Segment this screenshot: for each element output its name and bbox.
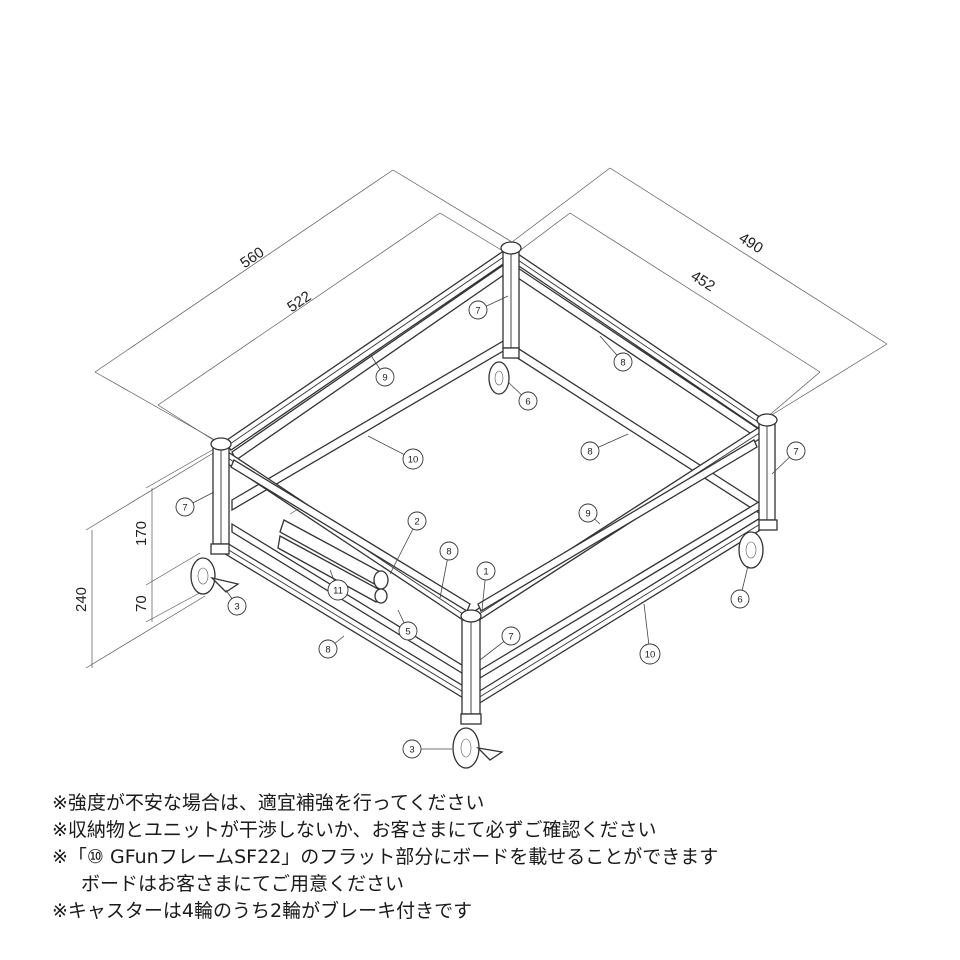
- balloon-label: 7: [793, 447, 798, 458]
- balloon-2: 2: [407, 511, 427, 531]
- balloon-label: 9: [382, 373, 387, 384]
- balloon-label: 11: [333, 586, 343, 597]
- balloon-7-left: 7: [175, 497, 195, 517]
- dim-560: 560: [237, 244, 267, 272]
- balloon-6-right: 6: [730, 589, 750, 609]
- balloon-3-left: 3: [227, 596, 247, 616]
- balloon-label: 8: [325, 645, 330, 656]
- note-board-placement: ※「⑩ GFunフレームSF22」のフラット部分にボードを載せることができます: [52, 846, 719, 868]
- note-reinforcement: ※強度が不安な場合は、適宜補強を行ってください: [52, 792, 485, 814]
- dim-490: 490: [736, 229, 766, 257]
- frame-assembly-drawing: 560 522 490 452 240 170 70: [73, 167, 888, 769]
- balloon-callouts: 7 9 6 8 8 10 7 7: [175, 295, 806, 759]
- balloon-8-front: 8: [439, 541, 459, 561]
- dim-70: 70: [133, 595, 150, 612]
- balloon-label: 10: [645, 650, 656, 661]
- balloon-9-back: 9: [375, 367, 395, 387]
- casters: [190, 347, 778, 769]
- balloon-8-back: 8: [613, 352, 633, 372]
- balloon-label: 6: [525, 397, 530, 408]
- balloon-7-front: 7: [501, 626, 521, 646]
- balloon-9-front: 9: [578, 503, 598, 523]
- balloon-6-back: 6: [518, 391, 538, 411]
- balloon-label: 5: [405, 627, 410, 638]
- note-board-supply: ボードはお客さまにてご用意ください: [81, 873, 405, 895]
- balloon-label: 10: [408, 455, 419, 466]
- balloon-7-right: 7: [786, 441, 806, 461]
- dim-522: 522: [284, 288, 314, 316]
- dim-170: 170: [133, 521, 150, 546]
- balloon-label: 3: [234, 602, 239, 613]
- frame-structure: [210, 241, 778, 715]
- balloon-label: 8: [620, 358, 625, 369]
- balloon-10-front: 10: [639, 643, 661, 665]
- balloon-label: 7: [508, 632, 513, 643]
- balloon-7-back: 7: [468, 300, 488, 320]
- balloon-label: 2: [414, 517, 419, 528]
- dim-240: 240: [73, 587, 90, 612]
- balloon-label: 7: [475, 306, 480, 317]
- balloon-8-bottom: 8: [318, 639, 338, 659]
- balloon-label: 6: [737, 595, 742, 606]
- notes-section: ※強度が不安な場合は、適宜補強を行ってください ※収納物とユニットが干渉しないか…: [52, 790, 932, 925]
- dimension-labels: 560 522 490 452 240 170 70: [73, 229, 766, 612]
- note-caster-brakes: ※キャスターは4輪のうち2輪がブレーキ付きです: [52, 900, 473, 922]
- balloon-5: 5: [398, 621, 418, 641]
- balloon-11: 11: [327, 579, 349, 601]
- balloon-label: 8: [446, 547, 451, 558]
- balloon-label: 8: [587, 447, 592, 458]
- balloon-1: 1: [476, 561, 496, 581]
- balloon-label: 3: [409, 745, 414, 756]
- balloon-label: 7: [182, 503, 187, 514]
- balloon-label: 1: [483, 567, 488, 578]
- balloon-8-inner: 8: [580, 441, 600, 461]
- balloon-3-front: 3: [402, 739, 422, 759]
- balloon-10-back: 10: [402, 448, 424, 470]
- balloon-label: 9: [585, 509, 590, 520]
- note-interference: ※収納物とユニットが干渉しないか、お客さまにて必ずご確認ください: [52, 819, 657, 841]
